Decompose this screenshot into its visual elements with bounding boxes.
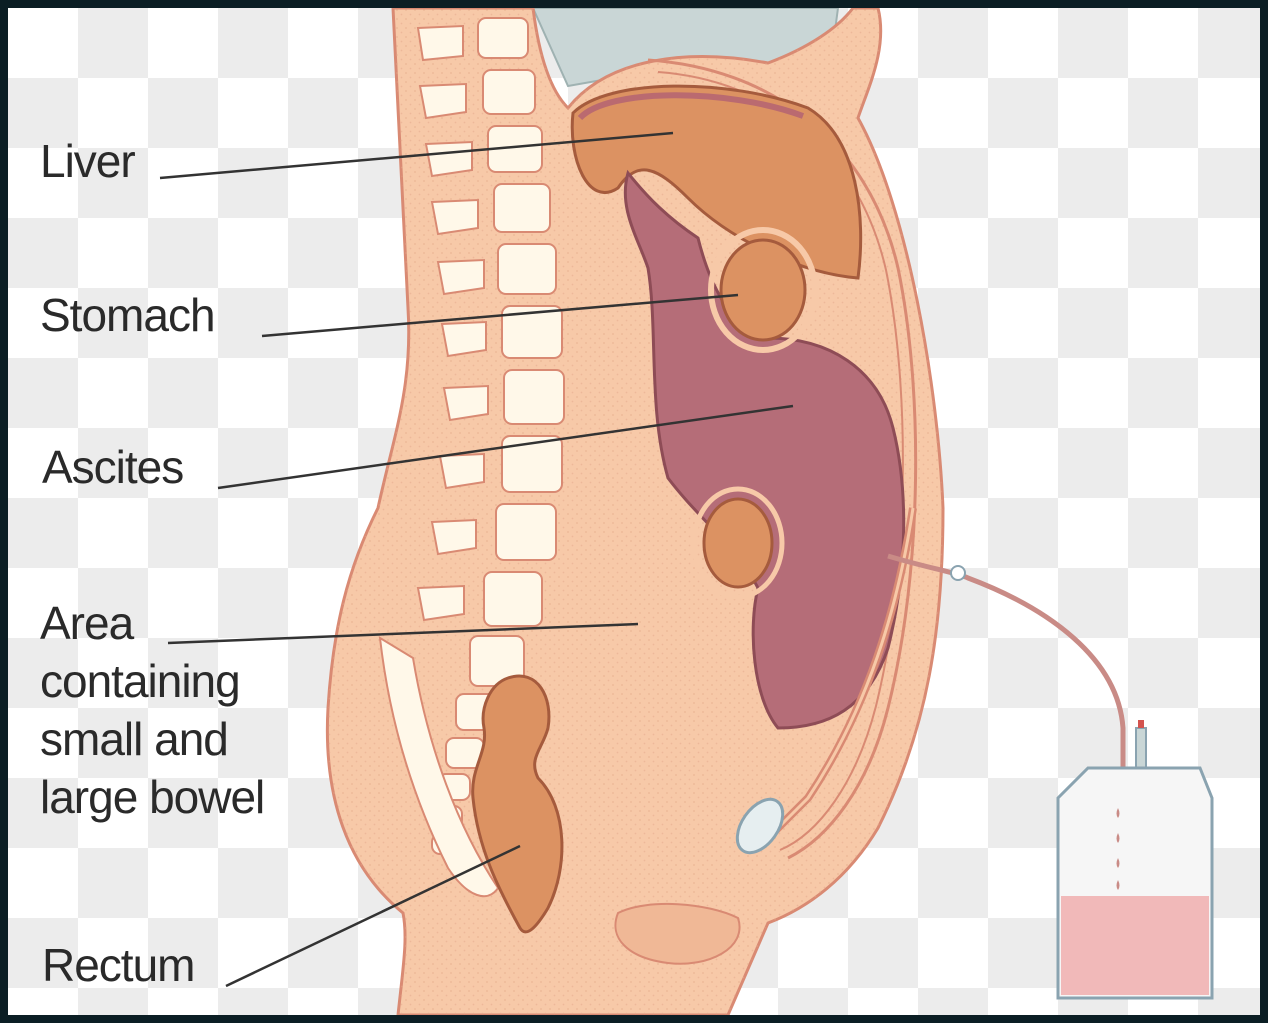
bowel-loop bbox=[704, 499, 772, 587]
abdomen-illustration bbox=[8, 8, 1260, 1015]
drainage-bag bbox=[1058, 720, 1212, 998]
label-bowel-line-2: containing bbox=[40, 652, 264, 710]
diagram-frame: Liver Stomach Ascites Area containing sm… bbox=[8, 8, 1260, 1015]
label-ascites: Ascites bbox=[42, 438, 183, 496]
label-bowel: Area containing small and large bowel bbox=[40, 594, 264, 826]
label-stomach: Stomach bbox=[40, 286, 215, 344]
stomach bbox=[721, 240, 805, 340]
label-rectum: Rectum bbox=[42, 936, 194, 994]
label-bowel-line-3: small and bbox=[40, 710, 264, 768]
label-bowel-line-4: large bowel bbox=[40, 768, 264, 826]
label-bowel-line-1: Area bbox=[40, 594, 264, 652]
label-liver: Liver bbox=[40, 132, 135, 190]
